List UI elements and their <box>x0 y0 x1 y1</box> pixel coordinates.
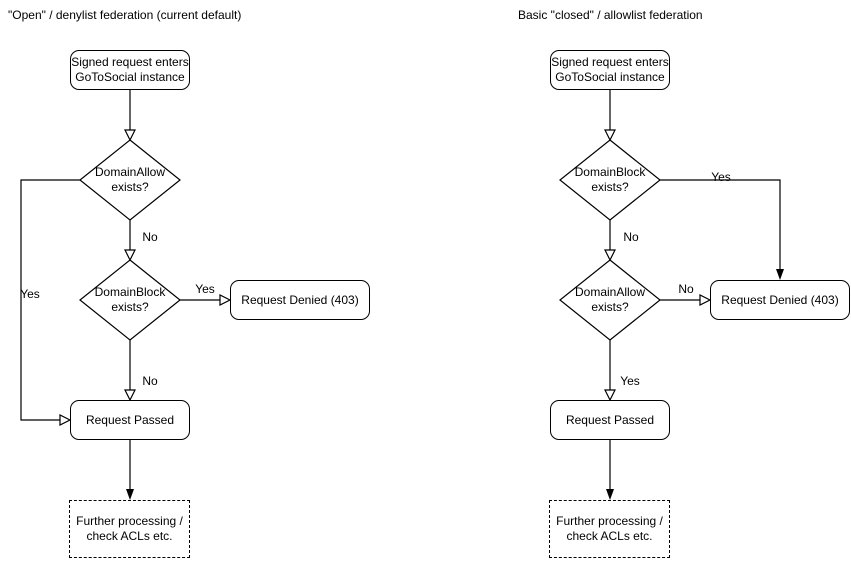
edge-label-no-decision2-right: No <box>678 282 694 296</box>
open-arrowhead <box>604 389 616 402</box>
flow-line-yes-branch <box>660 179 781 269</box>
filled-arrowhead <box>126 489 134 500</box>
start-node-right: Signed request enters GoToSocial instanc… <box>550 50 670 90</box>
further-processing-node-left: Further processing / check ACLs etc. <box>69 500 190 558</box>
edge-label-no-decision1-right: No <box>623 230 639 244</box>
diamond-shape-left-decision2 <box>79 259 181 341</box>
open-arrowhead <box>604 249 616 262</box>
edge-label-yes-decision1-right: Yes <box>711 170 731 184</box>
start-node-left: Signed request enters GoToSocial instanc… <box>70 50 190 90</box>
decision2-label-left: DomainBlock exists? <box>94 285 166 314</box>
request-denied-node-right: Request Denied (403) <box>710 280 850 320</box>
diagram-title-left: "Open" / denylist federation (current de… <box>8 8 242 22</box>
edge-label-yes-decision2-left: Yes <box>195 282 215 296</box>
further-processing-node-right: Further processing / check ACLs etc. <box>549 500 670 558</box>
open-arrowhead <box>699 294 712 306</box>
open-arrowhead <box>124 249 136 262</box>
open-arrowhead <box>604 129 616 142</box>
filled-arrowhead <box>606 489 614 500</box>
edge-label-yes-decision2-right: Yes <box>620 374 640 388</box>
diamond-shape-right-decision2 <box>559 259 661 341</box>
request-denied-node-left: Request Denied (403) <box>230 280 370 320</box>
flow-line-yes-loop <box>20 179 80 421</box>
diamond-shape-left-decision1 <box>79 139 181 221</box>
request-passed-node-left: Request Passed <box>70 400 190 440</box>
filled-arrowhead <box>776 269 784 280</box>
open-arrowhead <box>59 414 72 426</box>
diagram-title-right: Basic "closed" / allowlist federation <box>518 8 703 22</box>
open-arrowhead <box>124 129 136 142</box>
request-passed-node-right: Request Passed <box>550 400 670 440</box>
open-arrowhead <box>124 389 136 402</box>
edge-label-yes-loop-left: Yes <box>20 287 40 301</box>
edge-label-no-decision1-left: No <box>142 230 158 244</box>
decision1-label-left: DomainAllow exists? <box>94 165 166 194</box>
open-arrowhead <box>219 294 232 306</box>
edge-label-no-decision2-left: No <box>142 374 158 388</box>
decision2-label-right: DomainAllow exists? <box>574 285 646 314</box>
decision1-label-right: DomainBlock exists? <box>574 165 646 194</box>
diamond-shape-right-decision1 <box>559 139 661 221</box>
